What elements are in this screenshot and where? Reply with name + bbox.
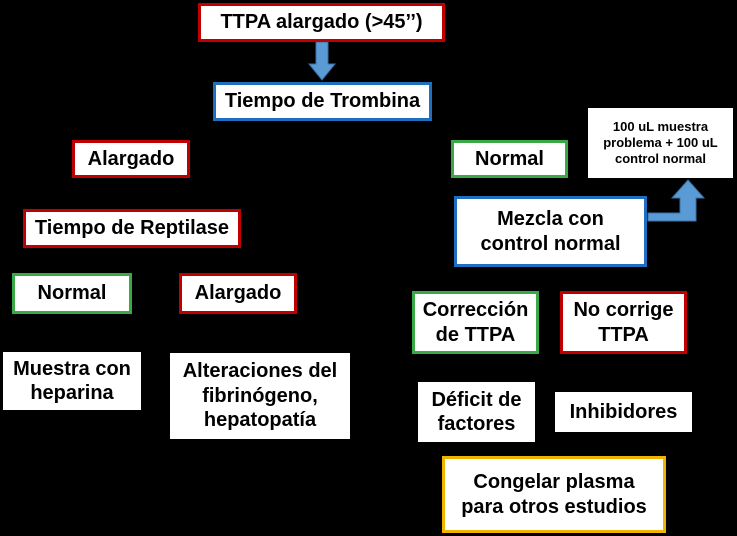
- tiempo-reptilase-box: Tiempo de Reptilase: [23, 209, 241, 248]
- mezcla-control-box: Mezcla con control normal: [454, 196, 647, 267]
- congelar-plasma-box: Congelar plasma para otros estudios: [442, 456, 666, 533]
- deficit-factores-box: Déficit de factores: [418, 382, 535, 442]
- alargado-box-2: Alargado: [179, 273, 297, 314]
- ttpa-box: TTPA alargado (>45’’): [198, 3, 445, 42]
- inhibidores-box: Inhibidores: [555, 392, 692, 432]
- normal-box-right: Normal: [451, 140, 568, 178]
- alteraciones-fibrinogeno-box: Alteraciones del fibrinógeno, hepatopatí…: [170, 353, 350, 439]
- mezcla-note-box: 100 uL muestra problema + 100 uL control…: [588, 108, 733, 178]
- correccion-ttpa-box: Corrección de TTPA: [412, 291, 539, 354]
- tiempo-trombina-box: Tiempo de Trombina: [213, 82, 432, 121]
- alargado-box-1: Alargado: [72, 140, 190, 178]
- arrow-down-icon: [307, 41, 337, 81]
- normal-box-left: Normal: [12, 273, 132, 314]
- no-corrige-ttpa-box: No corrige TTPA: [560, 291, 687, 354]
- muestra-heparina-box: Muestra con heparina: [3, 352, 141, 410]
- arrow-bent-up-icon: [647, 179, 706, 222]
